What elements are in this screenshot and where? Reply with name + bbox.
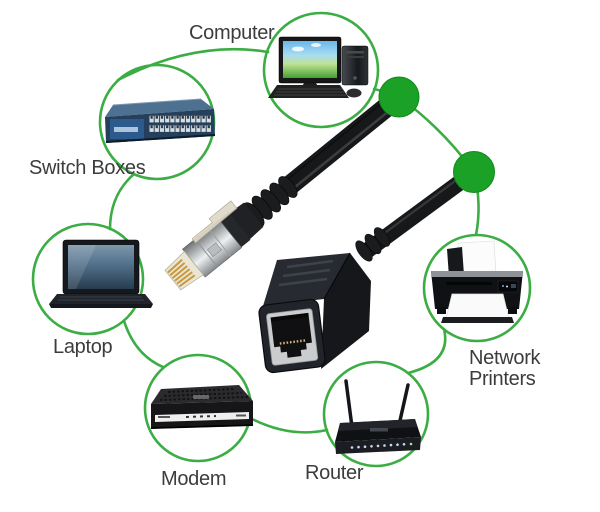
connection-dot-2 — [453, 151, 495, 193]
antenna — [344, 379, 354, 429]
plug-clip — [191, 200, 238, 244]
connection-arc — [406, 327, 447, 375]
switch-icon — [105, 98, 216, 143]
ethernet-cable-male — [164, 85, 411, 291]
connection-arc — [250, 417, 329, 434]
modem-icon — [150, 385, 254, 429]
rj45-male-plug-icon — [164, 200, 243, 291]
laptop-icon — [49, 239, 153, 308]
label-router: Router — [305, 462, 364, 484]
printer-icon — [431, 240, 523, 323]
rj45-female-socket-icon — [258, 252, 371, 374]
connection-arc — [108, 172, 136, 231]
label-laptop: Laptop — [53, 336, 113, 358]
computer-icon — [268, 36, 369, 98]
connection-arc — [122, 319, 165, 369]
rj45-port — [270, 312, 312, 358]
connection-arc — [116, 47, 270, 82]
connection-dot-1 — [378, 76, 420, 118]
label-computer: Computer — [189, 22, 275, 44]
ethernet-cable-female — [258, 164, 482, 374]
cable — [282, 85, 411, 194]
label-switch-boxes: Switch Boxes — [29, 157, 146, 179]
antenna — [397, 383, 410, 427]
label-modem: Modem — [161, 468, 227, 490]
label-network-printers: Network Printers — [469, 347, 541, 390]
router-icon — [335, 379, 421, 454]
